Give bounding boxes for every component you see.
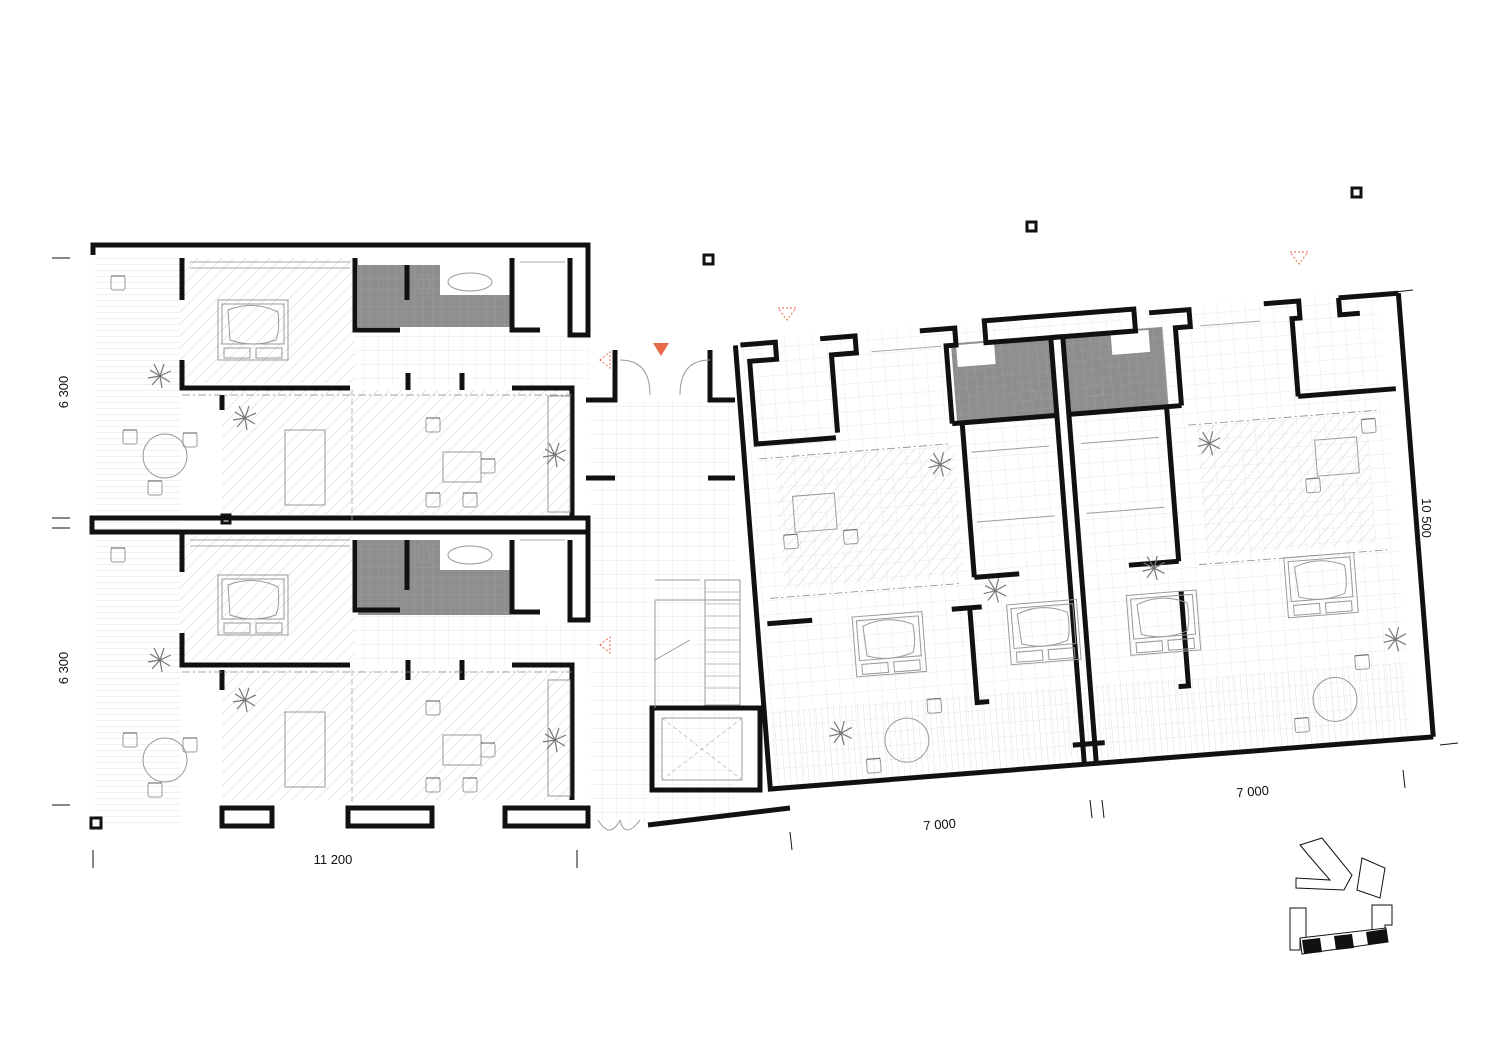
dim-left-top-height: 6 300 [56,376,71,409]
terrace-table-unit-a [884,717,930,763]
dim-right-unit-left-width: 7 000 [923,816,957,834]
dim-right-unit-right-width: 7 000 [1236,783,1270,801]
terrace-table-unit-b [1312,676,1358,722]
dim-right-depth: 10 500 [1419,498,1434,538]
site-key-plan-icon [1289,837,1393,955]
stair-core [586,251,1309,831]
access-marker-icon [777,307,797,321]
living-top-floor [222,390,572,515]
left-block [89,242,591,830]
sofa-top [284,429,326,506]
lift-shaft [661,717,743,781]
access-marker-icon [599,350,611,370]
left-terrace-deck [95,255,180,825]
stair-steps [704,579,741,706]
dim-left-width: 11 200 [314,852,353,867]
sofa-bottom [284,711,326,788]
living-bottom-floor [222,670,572,800]
terrace-table-top [142,433,188,479]
dimensions: 6 300 6 300 11 200 10 500 7 000 7 000 [52,257,1459,868]
terrace-table-bottom [142,737,188,783]
access-marker-icon [599,635,611,655]
bedroom-top-floor [180,258,355,383]
dim-left-bottom-height: 6 300 [56,652,71,685]
entrance-triangle-icon [653,343,669,356]
access-marker-icon [1289,251,1309,265]
right-block [702,186,1436,792]
bedroom-bottom-floor [180,535,355,660]
